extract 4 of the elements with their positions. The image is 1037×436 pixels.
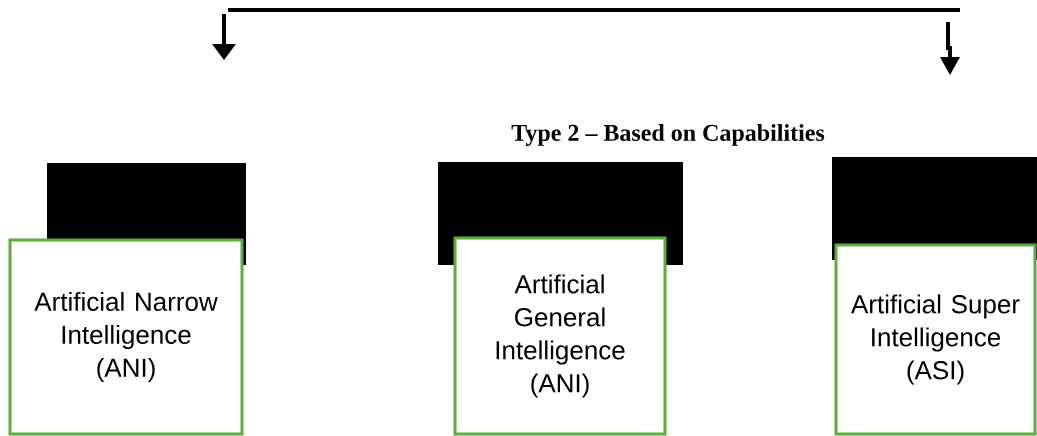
heading: Type 2 – Based on Capabilities xyxy=(511,124,825,146)
concept-box: Artificial Super Intelligence (ASI) xyxy=(832,157,1037,436)
concept-box: Artificial General Intelligence (ANI) xyxy=(438,162,683,436)
concept-box: Artificial Narrow Intelligence (ANI) xyxy=(8,163,246,436)
